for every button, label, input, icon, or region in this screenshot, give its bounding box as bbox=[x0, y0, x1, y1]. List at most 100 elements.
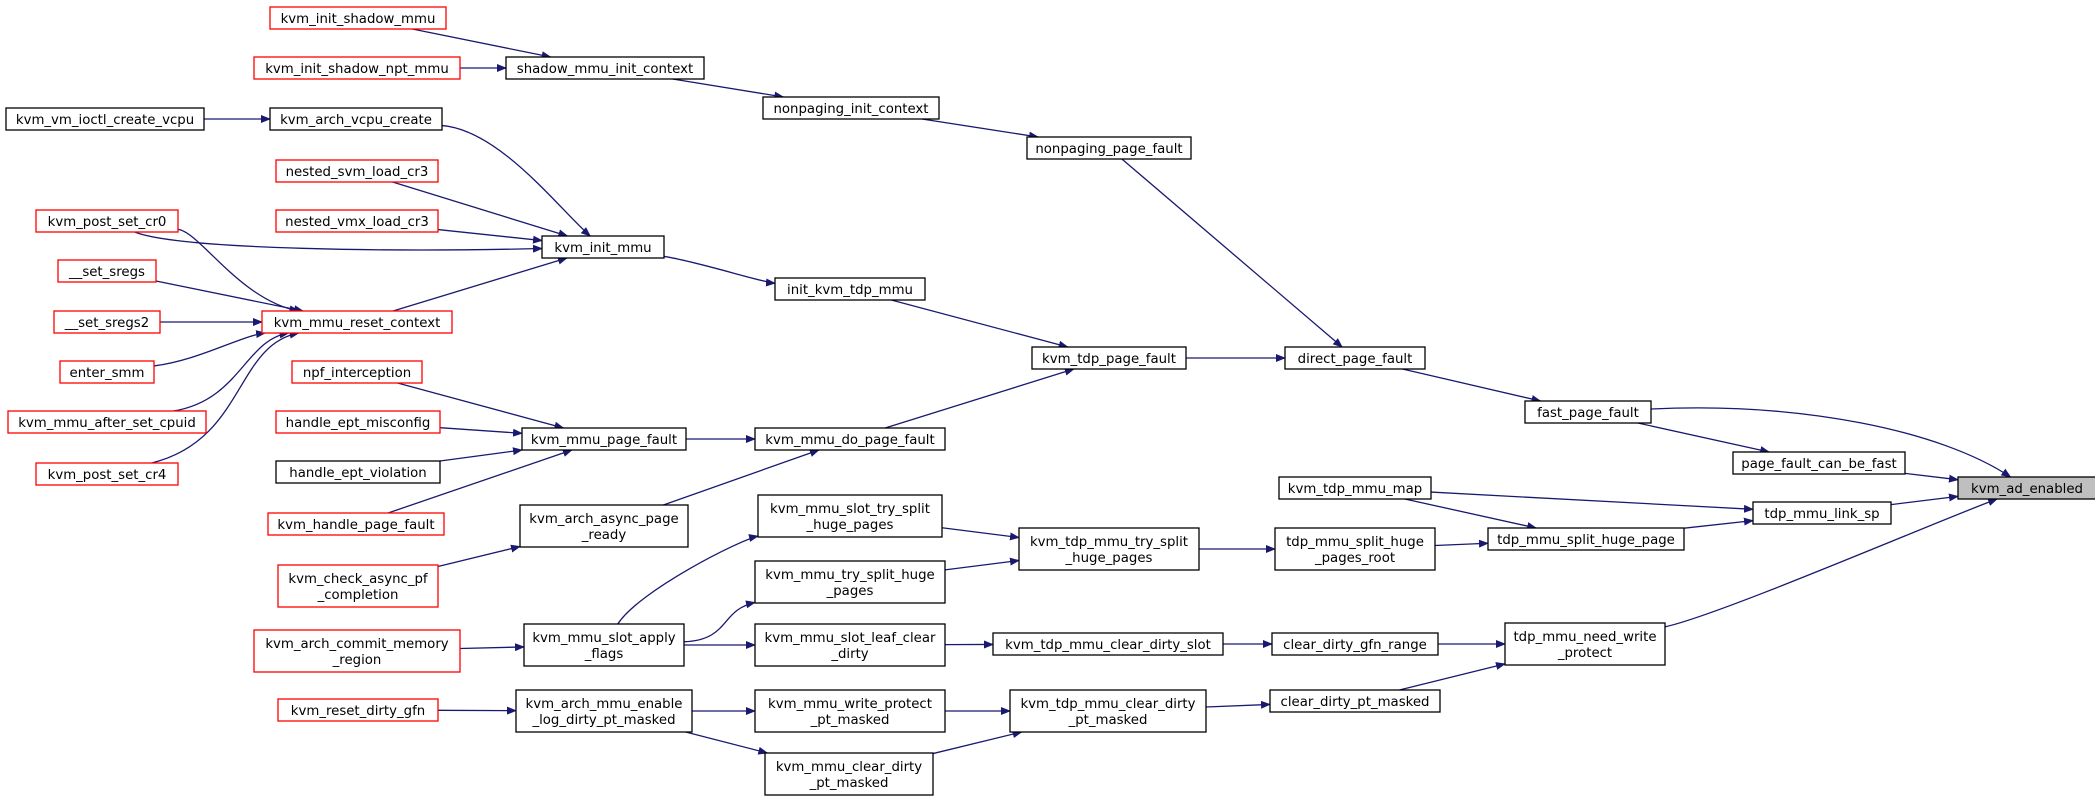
node-box[interactable] bbox=[253, 56, 461, 80]
node-box[interactable] bbox=[515, 689, 693, 733]
node-kvm-post-set-cr0[interactable]: kvm_post_set_cr0 bbox=[35, 209, 179, 233]
node-kvm-init-shadow-npt-mmu[interactable]: kvm_init_shadow_npt_mmu bbox=[253, 56, 461, 80]
node-box[interactable] bbox=[35, 462, 179, 486]
node---set-sregs2[interactable]: __set_sregs2 bbox=[53, 310, 161, 334]
node-shadow-mmu-init-context[interactable]: shadow_mmu_init_context bbox=[505, 56, 705, 80]
node-box[interactable] bbox=[519, 504, 689, 548]
node-fast-page-fault[interactable]: fast_page_fault bbox=[1524, 400, 1652, 424]
node-kvm-arch-mmu-enable-log-dirty-pt-masked[interactable]: kvm_arch_mmu_enable_log_dirty_pt_masked bbox=[515, 689, 693, 733]
node-box[interactable] bbox=[35, 209, 179, 233]
node-nested-vmx-load-cr3[interactable]: nested_vmx_load_cr3 bbox=[275, 209, 439, 233]
node-box[interactable] bbox=[754, 560, 946, 604]
node-kvm-tdp-mmu-try-split-huge-pages[interactable]: kvm_tdp_mmu_try_split_huge_pages bbox=[1018, 527, 1200, 571]
node-box[interactable] bbox=[1031, 346, 1187, 370]
node-box[interactable] bbox=[764, 752, 934, 796]
node-box[interactable] bbox=[1018, 527, 1200, 571]
node-box[interactable] bbox=[521, 427, 687, 451]
node-box[interactable] bbox=[754, 689, 946, 733]
node-npf-interception[interactable]: npf_interception bbox=[291, 360, 423, 384]
node-box[interactable] bbox=[5, 107, 205, 131]
node-box[interactable] bbox=[261, 310, 453, 334]
node-box[interactable] bbox=[253, 629, 461, 673]
node-box[interactable] bbox=[1009, 689, 1207, 733]
node-kvm-arch-async-page-ready[interactable]: kvm_arch_async_page_ready bbox=[519, 504, 689, 548]
node-clear-dirty-pt-masked[interactable]: clear_dirty_pt_masked bbox=[1269, 689, 1441, 713]
node-clear-dirty-gfn-range[interactable]: clear_dirty_gfn_range bbox=[1271, 632, 1439, 656]
node-box[interactable] bbox=[1752, 501, 1892, 525]
node-kvm-check-async-pf-completion[interactable]: kvm_check_async_pf_completion bbox=[277, 564, 439, 608]
node-handle-ept-violation[interactable]: handle_ept_violation bbox=[275, 460, 441, 484]
node-handle-ept-misconfig[interactable]: handle_ept_misconfig bbox=[275, 410, 441, 434]
node-kvm-tdp-mmu-clear-dirty-slot[interactable]: kvm_tdp_mmu_clear_dirty_slot bbox=[992, 632, 1224, 656]
node-box[interactable] bbox=[1269, 689, 1441, 713]
node-box[interactable] bbox=[1271, 632, 1439, 656]
node-box[interactable] bbox=[269, 107, 443, 131]
node-box[interactable] bbox=[275, 460, 441, 484]
node-box[interactable] bbox=[57, 259, 157, 283]
node-box[interactable] bbox=[53, 310, 161, 334]
node-kvm-mmu-clear-dirty-pt-masked[interactable]: kvm_mmu_clear_dirty_pt_masked bbox=[764, 752, 934, 796]
node-box[interactable] bbox=[277, 564, 439, 608]
node-kvm-vm-ioctl-create-vcpu[interactable]: kvm_vm_ioctl_create_vcpu bbox=[5, 107, 205, 131]
node-kvm-tdp-mmu-map[interactable]: kvm_tdp_mmu_map bbox=[1278, 476, 1432, 500]
node-kvm-mmu-reset-context[interactable]: kvm_mmu_reset_context bbox=[261, 310, 453, 334]
node-box[interactable] bbox=[1732, 451, 1906, 475]
node-box[interactable] bbox=[1026, 136, 1192, 160]
node-kvm-mmu-try-split-huge-pages[interactable]: kvm_mmu_try_split_huge_pages bbox=[754, 560, 946, 604]
node-box[interactable] bbox=[1504, 622, 1666, 666]
node-kvm-mmu-write-protect-pt-masked[interactable]: kvm_mmu_write_protect_pt_masked bbox=[754, 689, 946, 733]
node-tdp-mmu-split-huge-page[interactable]: tdp_mmu_split_huge_page bbox=[1487, 527, 1685, 551]
node-box[interactable] bbox=[754, 623, 946, 667]
node-box[interactable] bbox=[7, 410, 207, 434]
node-tdp-mmu-need-write-protect[interactable]: tdp_mmu_need_write_protect bbox=[1504, 622, 1666, 666]
node-kvm-mmu-slot-try-split-huge-pages[interactable]: kvm_mmu_slot_try_split_huge_pages bbox=[757, 494, 943, 538]
node-box[interactable] bbox=[992, 632, 1224, 656]
node-kvm-mmu-do-page-fault[interactable]: kvm_mmu_do_page_fault bbox=[754, 427, 946, 451]
node-page-fault-can-be-fast[interactable]: page_fault_can_be_fast bbox=[1732, 451, 1906, 475]
node-box[interactable] bbox=[762, 96, 940, 120]
node-kvm-arch-vcpu-create[interactable]: kvm_arch_vcpu_create bbox=[269, 107, 443, 131]
node-box[interactable] bbox=[269, 6, 447, 30]
node-kvm-handle-page-fault[interactable]: kvm_handle_page_fault bbox=[267, 512, 445, 536]
node-kvm-reset-dirty-gfn[interactable]: kvm_reset_dirty_gfn bbox=[277, 698, 439, 722]
node-kvm-mmu-slot-apply-flags[interactable]: kvm_mmu_slot_apply_flags bbox=[523, 623, 685, 667]
node-box[interactable] bbox=[523, 623, 685, 667]
node-direct-page-fault[interactable]: direct_page_fault bbox=[1284, 346, 1426, 370]
node-box[interactable] bbox=[1278, 476, 1432, 500]
node-enter-smm[interactable]: enter_smm bbox=[59, 360, 155, 384]
node-kvm-mmu-after-set-cpuid[interactable]: kvm_mmu_after_set_cpuid bbox=[7, 410, 207, 434]
node-kvm-mmu-page-fault[interactable]: kvm_mmu_page_fault bbox=[521, 427, 687, 451]
node-box[interactable] bbox=[1957, 476, 2095, 500]
node-box[interactable] bbox=[757, 494, 943, 538]
node-kvm-tdp-mmu-clear-dirty-pt-masked[interactable]: kvm_tdp_mmu_clear_dirty_pt_masked bbox=[1009, 689, 1207, 733]
node-kvm-tdp-page-fault[interactable]: kvm_tdp_page_fault bbox=[1031, 346, 1187, 370]
node-kvm-mmu-slot-leaf-clear-dirty[interactable]: kvm_mmu_slot_leaf_clear_dirty bbox=[754, 623, 946, 667]
node-box[interactable] bbox=[541, 235, 665, 259]
node-box[interactable] bbox=[754, 427, 946, 451]
node---set-sregs[interactable]: __set_sregs bbox=[57, 259, 157, 283]
node-box[interactable] bbox=[774, 277, 926, 301]
node-box[interactable] bbox=[275, 410, 441, 434]
node-kvm-init-shadow-mmu[interactable]: kvm_init_shadow_mmu bbox=[269, 6, 447, 30]
node-box[interactable] bbox=[275, 209, 439, 233]
node-box[interactable] bbox=[1524, 400, 1652, 424]
node-box[interactable] bbox=[1284, 346, 1426, 370]
node-box[interactable] bbox=[277, 698, 439, 722]
node-kvm-arch-commit-memory-region[interactable]: kvm_arch_commit_memory_region bbox=[253, 629, 461, 673]
node-kvm-init-mmu[interactable]: kvm_init_mmu bbox=[541, 235, 665, 259]
node-nonpaging-page-fault[interactable]: nonpaging_page_fault bbox=[1026, 136, 1192, 160]
node-box[interactable] bbox=[291, 360, 423, 384]
node-kvm-ad-enabled[interactable]: kvm_ad_enabled bbox=[1957, 476, 2095, 500]
node-tdp-mmu-split-huge-pages-root[interactable]: tdp_mmu_split_huge_pages_root bbox=[1274, 527, 1436, 571]
node-box[interactable] bbox=[505, 56, 705, 80]
node-box[interactable] bbox=[1274, 527, 1436, 571]
node-nested-svm-load-cr3[interactable]: nested_svm_load_cr3 bbox=[275, 159, 439, 183]
node-tdp-mmu-link-sp[interactable]: tdp_mmu_link_sp bbox=[1752, 501, 1892, 525]
node-kvm-post-set-cr4[interactable]: kvm_post_set_cr4 bbox=[35, 462, 179, 486]
node-init-kvm-tdp-mmu[interactable]: init_kvm_tdp_mmu bbox=[774, 277, 926, 301]
node-nonpaging-init-context[interactable]: nonpaging_init_context bbox=[762, 96, 940, 120]
node-box[interactable] bbox=[275, 159, 439, 183]
node-box[interactable] bbox=[59, 360, 155, 384]
node-box[interactable] bbox=[1487, 527, 1685, 551]
node-box[interactable] bbox=[267, 512, 445, 536]
